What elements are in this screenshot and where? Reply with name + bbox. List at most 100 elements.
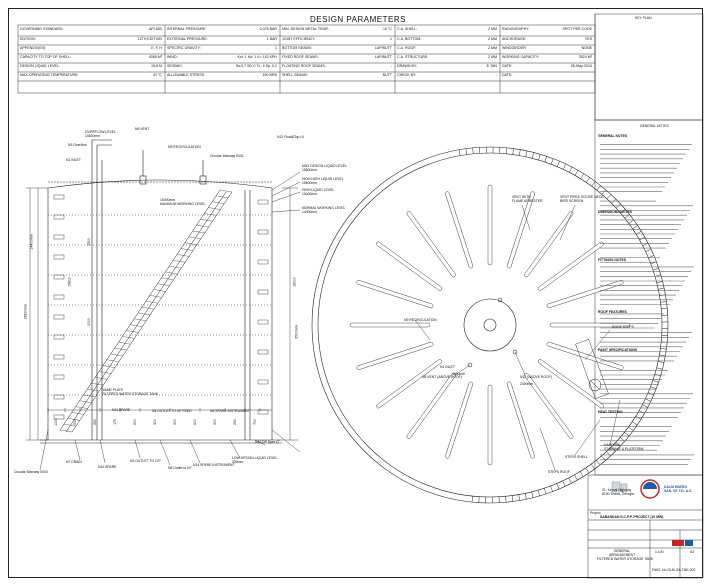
stair-hatch [531, 152, 534, 159]
roof-rafter [487, 384, 493, 466]
stair-hatch [544, 488, 547, 494]
height-dimension: 250 [232, 419, 237, 425]
stair-hatch [650, 386, 657, 390]
param-label: MIN. DESIGN METAL TEMP.: [282, 27, 330, 31]
roof-rafters [330, 165, 650, 485]
roof-rafter [537, 359, 604, 409]
param-value: 15,8 M [151, 64, 162, 68]
label-n16: N16 DP Sper LT [255, 440, 280, 444]
stair-hatch [524, 493, 527, 500]
stair-hatch [556, 161, 560, 167]
stair-hatch [642, 404, 648, 408]
notes-text-lines [600, 144, 694, 465]
stair-hatch [624, 432, 630, 437]
stair-hatch [585, 177, 590, 183]
stair-tread [141, 306, 154, 310]
tank-plan [311, 146, 669, 504]
param-label: RADIOGRAPHY: [502, 27, 530, 31]
param-label: SHELL SEAMS: [282, 73, 308, 77]
stair-tread [106, 359, 119, 362]
param-label: BOTTOM SEAMS: [282, 46, 312, 50]
notes-heading: FITTINGS NOTES [598, 258, 627, 262]
param-label: WINDGIRDER: [502, 46, 527, 50]
plan-label-n8: N8 VENT (ABOVE ROOF) [422, 375, 462, 379]
label-overflow-level: OVERFLOW LEVEL 15820mm [85, 130, 116, 138]
stair-tread [177, 254, 190, 257]
stair-hatch [562, 480, 566, 487]
roof-rafter [356, 341, 434, 370]
roof-rafter [546, 341, 624, 370]
stair-tread [219, 189, 233, 193]
label-n1-inlet: N1 INLET [66, 158, 81, 162]
param-value: - [495, 73, 497, 77]
key-plan-label: KEY PLAN [635, 16, 652, 20]
stair-hatch [544, 156, 548, 163]
stair-tread [67, 418, 80, 421]
notes-heading: GENERAL NOTES [598, 134, 628, 138]
stair-hatch [550, 485, 553, 492]
param-value: SPOT PER CODE [562, 27, 593, 31]
stair-tread [95, 377, 108, 380]
drawing-title: GENERAL ARRANGEMENT FILTERED WATER STORA… [597, 549, 654, 561]
stair-hatch [538, 154, 541, 161]
stair-tread [75, 406, 88, 409]
param-label: FLOATING ROOF SEAMS: [282, 64, 326, 68]
param-value: 4065 M³ [148, 55, 162, 59]
param-value: LAP/BUTT [374, 55, 392, 59]
param-value: 26-May-2014 [570, 64, 592, 68]
roof-rafter [376, 359, 443, 409]
stair-hatch [471, 496, 473, 503]
page-title: DESIGN PARAMETERS [310, 15, 406, 24]
dim-14400: 14400mm [29, 234, 34, 250]
stair-hatch [556, 483, 560, 490]
shell-nozzle-boxes [53, 194, 269, 420]
param-value: 1 [390, 37, 392, 41]
param-label: APPENDIX(ES): [20, 46, 47, 50]
stair-hatch [505, 147, 508, 154]
roof-rafter [546, 280, 624, 309]
stair-tread [216, 195, 229, 199]
drawing-scale: 1:100 [655, 550, 664, 554]
stair-tread [208, 207, 221, 210]
stair-tread [188, 236, 201, 240]
stair-hatch [658, 361, 665, 363]
roof-steps-hatch [575, 339, 609, 399]
stair-tread [126, 330, 139, 333]
stair-hatch [632, 421, 638, 426]
label-low-design-level: LOW DESIGN LIQUID LEVEL 300mm [232, 456, 278, 464]
label-n12-float: N12 Float&Top L0 [277, 135, 305, 139]
param-label: JOINT EFFICIENCY: [282, 37, 316, 41]
stair-hatch [639, 410, 645, 414]
dim-16000: 16000 [292, 277, 297, 287]
nozzle-leaders [39, 429, 266, 471]
stair-tread [200, 219, 213, 222]
stair-tread [184, 242, 197, 245]
stair-hatch [656, 281, 663, 284]
stair-hatch [505, 496, 507, 503]
label-max-working-level: 15400mm MAXIMUM WORKING LEVEL [160, 198, 206, 206]
plan-label-handrail: HANDRAIL STAIRWAY & PLATFORM [604, 443, 644, 451]
stair-hatch [628, 219, 634, 224]
plan-label-n1: N1 INLET [440, 365, 455, 369]
dim-2000: 2000 [86, 318, 91, 326]
param-label: SEISMIC: [167, 64, 183, 68]
stair-hatch [611, 446, 616, 452]
stair-hatch [585, 467, 590, 474]
stair-hatch [458, 149, 461, 156]
stair-tread [79, 400, 92, 403]
stair-tread [59, 429, 73, 433]
label-max-design-level: MAX DESIGN LIQUID LEVEL 15800mm [302, 164, 348, 172]
height-dimension: 500 [172, 419, 177, 425]
param-value: E, F, H [151, 46, 162, 50]
stair-hatch [635, 415, 642, 420]
roof-rafter [349, 322, 431, 328]
stair-hatch [531, 491, 534, 498]
param-label: SPECIFIC GRAVITY: [167, 46, 201, 50]
height-dimension: 700 [252, 419, 257, 425]
height-dimension: 250 [92, 419, 97, 425]
param-label: DATE: [502, 73, 513, 77]
stair-hatch [606, 194, 612, 199]
plan-label-n12: N12 (ABOVE ROOF) [520, 375, 552, 379]
stair-hatch [652, 267, 659, 271]
param-value: Ss:0,7 S0: 0 TL: 4 Sp: 0,2 [235, 64, 277, 68]
